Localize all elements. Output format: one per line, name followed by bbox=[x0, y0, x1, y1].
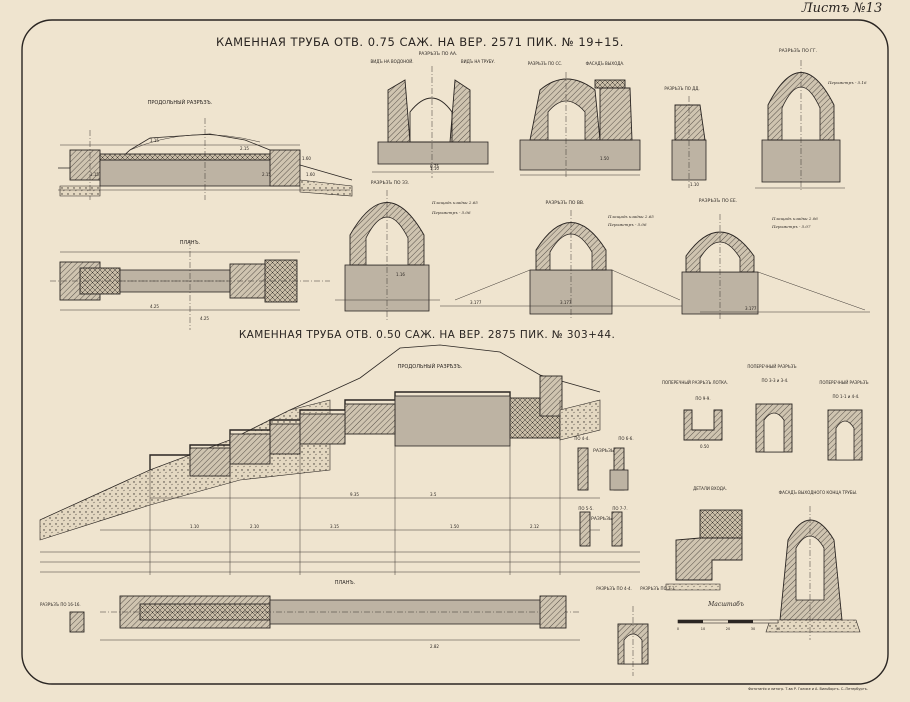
note-area-1: Площадь кладки 2.65 bbox=[431, 200, 478, 205]
po-99-label: ПО 9-9. bbox=[695, 396, 710, 401]
top-section-aa: РАЗРѢЗЪ ПО АА. ВИДЪ НА ВОДОНОЙ. ВИДЪ НА … bbox=[370, 51, 495, 178]
top-longitudinal-label: ПРОДОЛЬНЫЙ РАЗРѢЗЪ. bbox=[148, 99, 213, 106]
note-area-3: Площадь кладки 2.06 bbox=[771, 216, 818, 221]
top-section-ss: РАЗРѢЗЪ ПО СС. ФАСАДЪ ВЫХОДА. 1.50 bbox=[519, 61, 641, 178]
dim-282: 2.82 bbox=[430, 644, 439, 649]
top-longitudinal-section: ПРОДОЛЬНЫЙ РАЗРѢЗЪ. 1.15 2.15 1.60 bbox=[58, 99, 353, 200]
imprint-text: Фототипія и литогр. Т-ва Р. Голике и А. … bbox=[748, 687, 868, 691]
bottom-longitudinal-label: ПРОДОЛЬНЫЙ РАЗРѢЗЪ. bbox=[398, 363, 463, 370]
bottom-facade-exit: ФАСАДЪ ВЫХОДНОГО КОНЦА ТРУБЫ. bbox=[765, 490, 861, 640]
sheet-frame bbox=[21, 19, 889, 685]
dim-115: 1.15 bbox=[90, 172, 99, 177]
section-1616-label: РАЗРѢЗЪ ПО 16-16. bbox=[40, 602, 81, 607]
cross-section2-label: ПОПЕРЕЧНЫЙ РАЗРѢЗЪ bbox=[819, 380, 869, 385]
dim-215: 2.15 bbox=[262, 172, 271, 177]
po-55-label: ПО 5-5. bbox=[578, 506, 593, 511]
bottom-small-sections: РАЗРѢЗЫ ПО 4-4. ПО 6-6. РАЗРѢЗЫ ПО 5-5. … bbox=[574, 436, 634, 547]
dim-150: 1.50 bbox=[450, 524, 459, 529]
scale-tick-3: 30 bbox=[751, 627, 755, 631]
dim-35: 3.5 bbox=[430, 492, 437, 497]
top-section-ee-right: РАЗРѢЗЪ ПО ЕЕ. Площадь кладки 2.06 Перим… bbox=[681, 198, 870, 320]
facade-exit-label: ФАСАДЪ ВЫХОДА. bbox=[586, 61, 625, 66]
dim-935: 9.35 bbox=[350, 492, 359, 497]
section-ss-label: РАЗРѢЗЪ ПО СС. bbox=[528, 61, 563, 66]
dim-3177: 3.177 bbox=[560, 300, 572, 305]
scale-tick-4: 40 bbox=[776, 627, 780, 631]
note-perim-2: Периметръ - 5.06 bbox=[607, 222, 647, 227]
scale-tick-2: 20 bbox=[726, 627, 730, 631]
po-44-label: ПО 4-4. bbox=[574, 436, 589, 441]
bottom-title: КАМЕННАЯ ТРУБА ОТВ. 0.50 САЖ. НА ВЕР. 28… bbox=[239, 329, 615, 341]
section-bb-label: РАЗРѢЗЪ ПО ВВ. bbox=[546, 200, 585, 206]
scale-bar: Масштабъ 0 10 20 30 40 bbox=[677, 601, 780, 631]
svg-text:1.15: 1.15 bbox=[150, 138, 159, 143]
bottom-small-arches: РАЗРѢЗЪ ПО 4-4. РАЗРѢЗЪ ПО 3-3. bbox=[596, 586, 676, 676]
svg-text:2.15: 2.15 bbox=[240, 146, 249, 151]
dim-050: 0.50 bbox=[700, 444, 709, 449]
facade-exit-end-label: ФАСАДЪ ВЫХОДНОГО КОНЦА ТРУБЫ. bbox=[779, 490, 858, 495]
section-aa-label: РАЗРѢЗЪ ПО АА. bbox=[419, 51, 458, 57]
svg-text:1.50: 1.50 bbox=[600, 156, 609, 161]
dim-212: 2.12 bbox=[530, 524, 539, 529]
detail-entry-label: ДЕТАЛИ ВХОДА. bbox=[693, 486, 727, 491]
section-33-label: РАЗРѢЗЪ ПО 3-3. bbox=[640, 586, 676, 591]
dim-075: 0.75 bbox=[430, 164, 439, 169]
bottom-cross-sections: ПОПЕРЕЧНЫЙ РАЗРѢЗЪ ЛОТКА. ПО 9-9. ПОПЕРЕ… bbox=[662, 364, 869, 461]
top-section-bb: РАЗРѢЗЪ ПО ВВ. Площадь кладки 2.65 Перим… bbox=[440, 200, 700, 320]
cross-section-label: ПОПЕРЕЧНЫЙ РАЗРѢЗЪ bbox=[747, 364, 797, 369]
bottom-longitudinal-section: ПРОДОЛЬНЫЙ РАЗРѢЗЪ. 9.35 3.5 1. bbox=[39, 344, 640, 575]
svg-text:3.177: 3.177 bbox=[745, 306, 757, 311]
section-gg-label: РАЗРѢЗЪ ПО ГГ. bbox=[779, 48, 817, 54]
view-pipe-label: ВИДЪ НА ТРУБУ. bbox=[461, 59, 495, 64]
top-section-ee: РАЗРѢЗЪ ПО ЗЗ. Площадь кладки 2.65 Перим… bbox=[335, 180, 478, 320]
svg-text:1.10: 1.10 bbox=[430, 166, 439, 171]
section-44b-label: РАЗРѢЗЪ ПО 4-4. bbox=[596, 586, 632, 591]
top-section-dd: РАЗРѢЗЪ ПО ДД. bbox=[664, 86, 707, 188]
section-ee-label: РАЗРѢЗЪ ПО ЕЕ. bbox=[699, 198, 737, 204]
scale-tick-1: 10 bbox=[701, 627, 705, 631]
sections-label-2: РАЗРѢЗЫ bbox=[591, 516, 613, 522]
note-area-2: Площадь кладки 2.65 bbox=[607, 214, 654, 219]
svg-text:4.25: 4.25 bbox=[150, 304, 159, 309]
svg-text:1.60: 1.60 bbox=[302, 156, 311, 161]
po-1144-label: ПО 1-1 и 4-4. bbox=[833, 394, 860, 399]
note-perim-3: Периметръ - 5.07 bbox=[771, 224, 811, 229]
svg-text:3.177: 3.177 bbox=[470, 300, 482, 305]
note-perim-1: Периметръ - 5.06 bbox=[431, 210, 471, 215]
dim-110b: 1.10 bbox=[690, 182, 699, 187]
top-plan: ПЛАНЪ. 4.25 bbox=[50, 240, 330, 330]
dim-160: 1.60 bbox=[306, 172, 315, 177]
sheet-number: Листъ №13 bbox=[801, 1, 882, 16]
dim-425: 4.25 bbox=[200, 316, 209, 321]
note-perim-gg: Периметръ - 5.16 bbox=[827, 80, 867, 85]
view-water-label: ВИДЪ НА ВОДОНОЙ. bbox=[370, 59, 413, 64]
top-title: КАМЕННАЯ ТРУБА ОТВ. 0.75 САЖ. НА ВЕР. 25… bbox=[216, 35, 624, 49]
top-section-gg: РАЗРѢЗЪ ПО ГГ. Периметръ - 5.16 bbox=[755, 48, 867, 190]
bottom-plan-label: ПЛАНЪ. bbox=[335, 580, 356, 586]
cross-tray-label: ПОПЕРЕЧНЫЙ РАЗРѢЗЪ ЛОТКА. bbox=[662, 380, 728, 385]
sections-label-1: РАЗРѢЗЫ bbox=[593, 448, 615, 454]
po-66-label: ПО 6-6. bbox=[618, 436, 633, 441]
scale-tick-0: 0 bbox=[677, 627, 679, 631]
po-3344-label: ПО 3-3 и 3-4. bbox=[762, 378, 789, 383]
dim-315: 3.15 bbox=[330, 524, 339, 529]
section-zz-label: РАЗРѢЗЪ ПО ЗЗ. bbox=[371, 180, 409, 186]
dim-210: 2.10 bbox=[250, 524, 259, 529]
section-dd-label: РАЗРѢЗЪ ПО ДД. bbox=[664, 86, 699, 91]
bottom-detail-entry: ДЕТАЛИ ВХОДА. bbox=[665, 486, 743, 591]
bottom-plan: ПЛАНЪ. РАЗРѢЗЪ ПО 16-16. 2.82 bbox=[40, 580, 580, 649]
dim-116: 1.16 bbox=[396, 272, 405, 277]
dim-110: 1.10 bbox=[190, 524, 199, 529]
scale-label: Масштабъ bbox=[707, 601, 744, 608]
po-77-label: ПО 7-7. bbox=[612, 506, 627, 511]
